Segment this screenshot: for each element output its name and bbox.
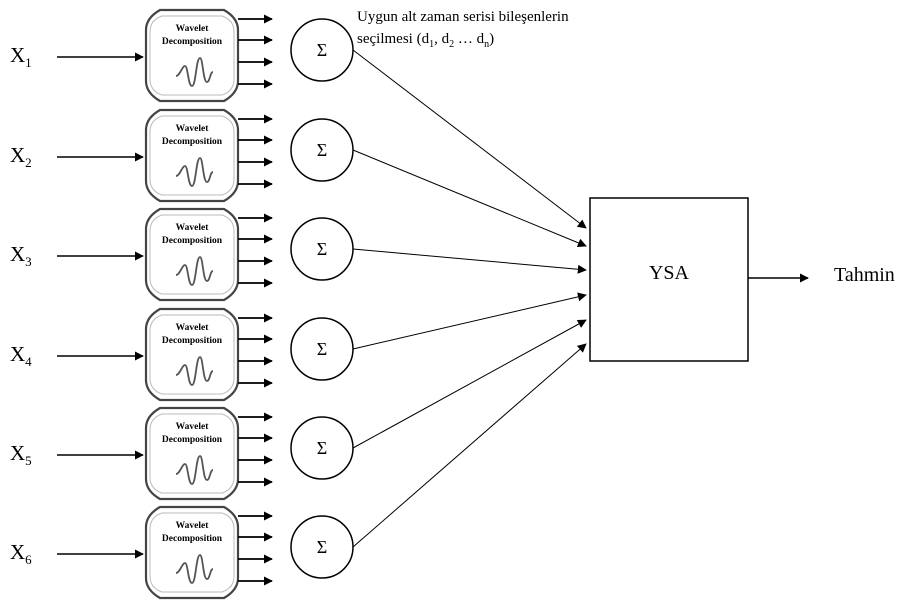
decomposition-label: Decomposition xyxy=(162,534,223,544)
wavelet-icon xyxy=(175,256,214,286)
ysa-box xyxy=(589,197,749,362)
sigma-symbol: Σ xyxy=(317,40,327,60)
sigma-symbol: Σ xyxy=(317,140,327,160)
wavelet-label: Wavelet xyxy=(176,24,210,34)
output-label: Tahmin xyxy=(834,264,895,286)
sigma-to-ysa-arrow xyxy=(352,292,587,350)
wavelet-icon xyxy=(175,157,214,187)
ysa-label: YSA xyxy=(648,262,689,284)
wavelet-label: Wavelet xyxy=(176,422,210,432)
sigma-symbol: Σ xyxy=(317,339,327,359)
sigma-symbol: Σ xyxy=(317,537,327,557)
wavelet-icon xyxy=(175,356,214,386)
wavelet-label: Wavelet xyxy=(176,323,210,333)
decomposition-label: Decomposition xyxy=(162,137,223,147)
sigma-to-ysa-arrow xyxy=(352,248,587,274)
sigma-to-ysa-arrow xyxy=(352,49,587,229)
wavelet-icon xyxy=(175,455,214,485)
wavelet-label: Wavelet xyxy=(176,521,210,531)
sigma-symbol: Σ xyxy=(317,239,327,259)
decomposition-label: Decomposition xyxy=(162,236,223,246)
component-selection-note: Uygun alt zaman serisi bileşenlerin seçi… xyxy=(357,6,687,56)
wavelet-icon xyxy=(175,554,214,584)
note-line-2: seçilmesi (d1, d2 … dn) xyxy=(357,31,495,50)
input-label-x6: X6 xyxy=(10,540,32,568)
sigma-to-ysa-arrow xyxy=(352,319,587,449)
wavelet-icon xyxy=(175,57,214,87)
decomposition-label: Decomposition xyxy=(162,336,223,346)
note-line-1: Uygun alt zaman serisi bileşenlerin xyxy=(357,9,569,25)
wavelet-label: Wavelet xyxy=(176,124,210,134)
input-label-x1: X1 xyxy=(10,43,32,71)
sigma-to-ysa-arrow xyxy=(352,343,587,548)
decomposition-label: Decomposition xyxy=(162,37,223,47)
decomposition-label: Decomposition xyxy=(162,435,223,445)
input-label-x2: X2 xyxy=(10,143,32,171)
wavelet-label: Wavelet xyxy=(176,223,210,233)
input-label-x5: X5 xyxy=(10,441,32,469)
sigma-symbol: Σ xyxy=(317,438,327,458)
input-label-x4: X4 xyxy=(10,342,32,370)
input-label-x3: X3 xyxy=(10,242,32,270)
sigma-to-ysa-arrow xyxy=(352,149,587,248)
